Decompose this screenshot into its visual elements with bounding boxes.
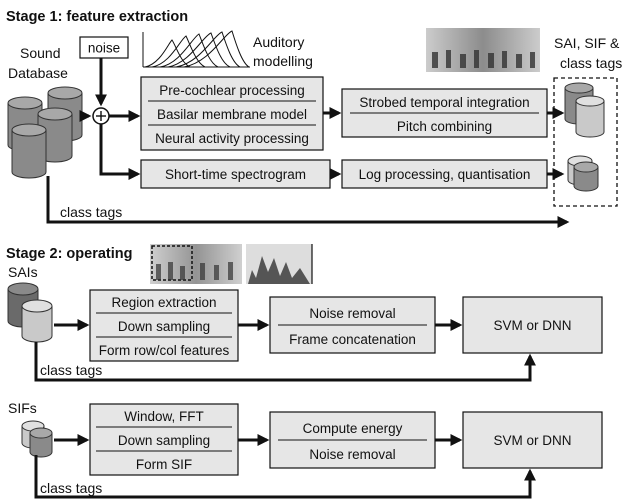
sif-noise-removal-label: Noise removal [309,447,395,462]
filterbank-curves-icon [142,30,250,68]
output-label-line2: class tags [560,55,622,71]
sif-class-tags-label: class tags [40,480,102,496]
stage2-title: Stage 2: operating [6,246,133,262]
auditory-label-line1: Auditory [253,34,304,50]
auditory-processing-box [140,76,324,151]
sais-label: SAIs [8,264,38,280]
sif-database-icon [567,155,599,192]
sif-database-icon-stage2 [21,420,53,458]
log-processing-box [341,159,548,189]
neural-activity-label: Neural activity processing [155,131,309,146]
output-dashed-box [553,77,618,207]
strobed-temporal-label: Strobed temporal integration [359,95,529,110]
form-row-col-label: Form row/col features [99,343,230,358]
compute-energy-label: Compute energy [303,421,403,436]
sai-classifier-box [462,296,603,354]
sound-database-label-line1: Sound [20,45,60,61]
spectrogram-label: Short-time spectrogram [165,167,306,182]
sai-feature-box [89,289,239,362]
output-label-line1: SAI, SIF & [554,35,620,51]
summing-junction-icon [92,107,110,125]
log-processing-label: Log processing, quantisation [359,167,531,182]
sif-class-tags-arrow [34,455,536,499]
stage1-title: Stage 1: feature extraction [6,9,188,25]
sai-database-icon-stage2 [7,282,53,343]
sound-database-icon [7,86,83,179]
sai-class-tags-arrow [34,342,536,382]
noise-label: noise [88,41,120,56]
pitch-combining-label: Pitch combining [397,119,492,134]
basilar-membrane-label: Basilar membrane model [157,107,307,122]
junction-to-spectrogram-arrow [99,124,141,180]
noise-box [79,36,129,59]
region-extraction-label: Region extraction [111,295,216,310]
sai-down-sampling-label: Down sampling [118,319,210,334]
sai-region-image-icon [150,244,242,284]
sai-noise-removal-label: Noise removal [309,306,395,321]
auditory-label-line2: modelling [253,53,313,69]
sound-database-label-line2: Database [8,65,68,81]
pre-cochlear-label: Pre-cochlear processing [159,83,305,98]
sif-classifier-box [462,411,603,469]
class-tags-arrow [46,176,570,228]
frame-concatenation-label: Frame concatenation [289,332,416,347]
window-fft-label: Window, FFT [124,409,204,424]
sif-classifier-label: SVM or DNN [493,433,571,448]
sai-classifier-label: SVM or DNN [493,318,571,333]
spectrogram-box [140,159,331,189]
sai-class-tags-label: class tags [40,362,102,378]
frame-spectrum-image-icon [246,244,313,284]
sai-image-icon [426,28,540,72]
sai-database-icon [564,82,605,138]
form-sif-label: Form SIF [136,457,192,472]
class-tags-label: class tags [60,204,122,220]
sif-down-sampling-label: Down sampling [118,433,210,448]
sifs-label: SIFs [8,400,37,416]
